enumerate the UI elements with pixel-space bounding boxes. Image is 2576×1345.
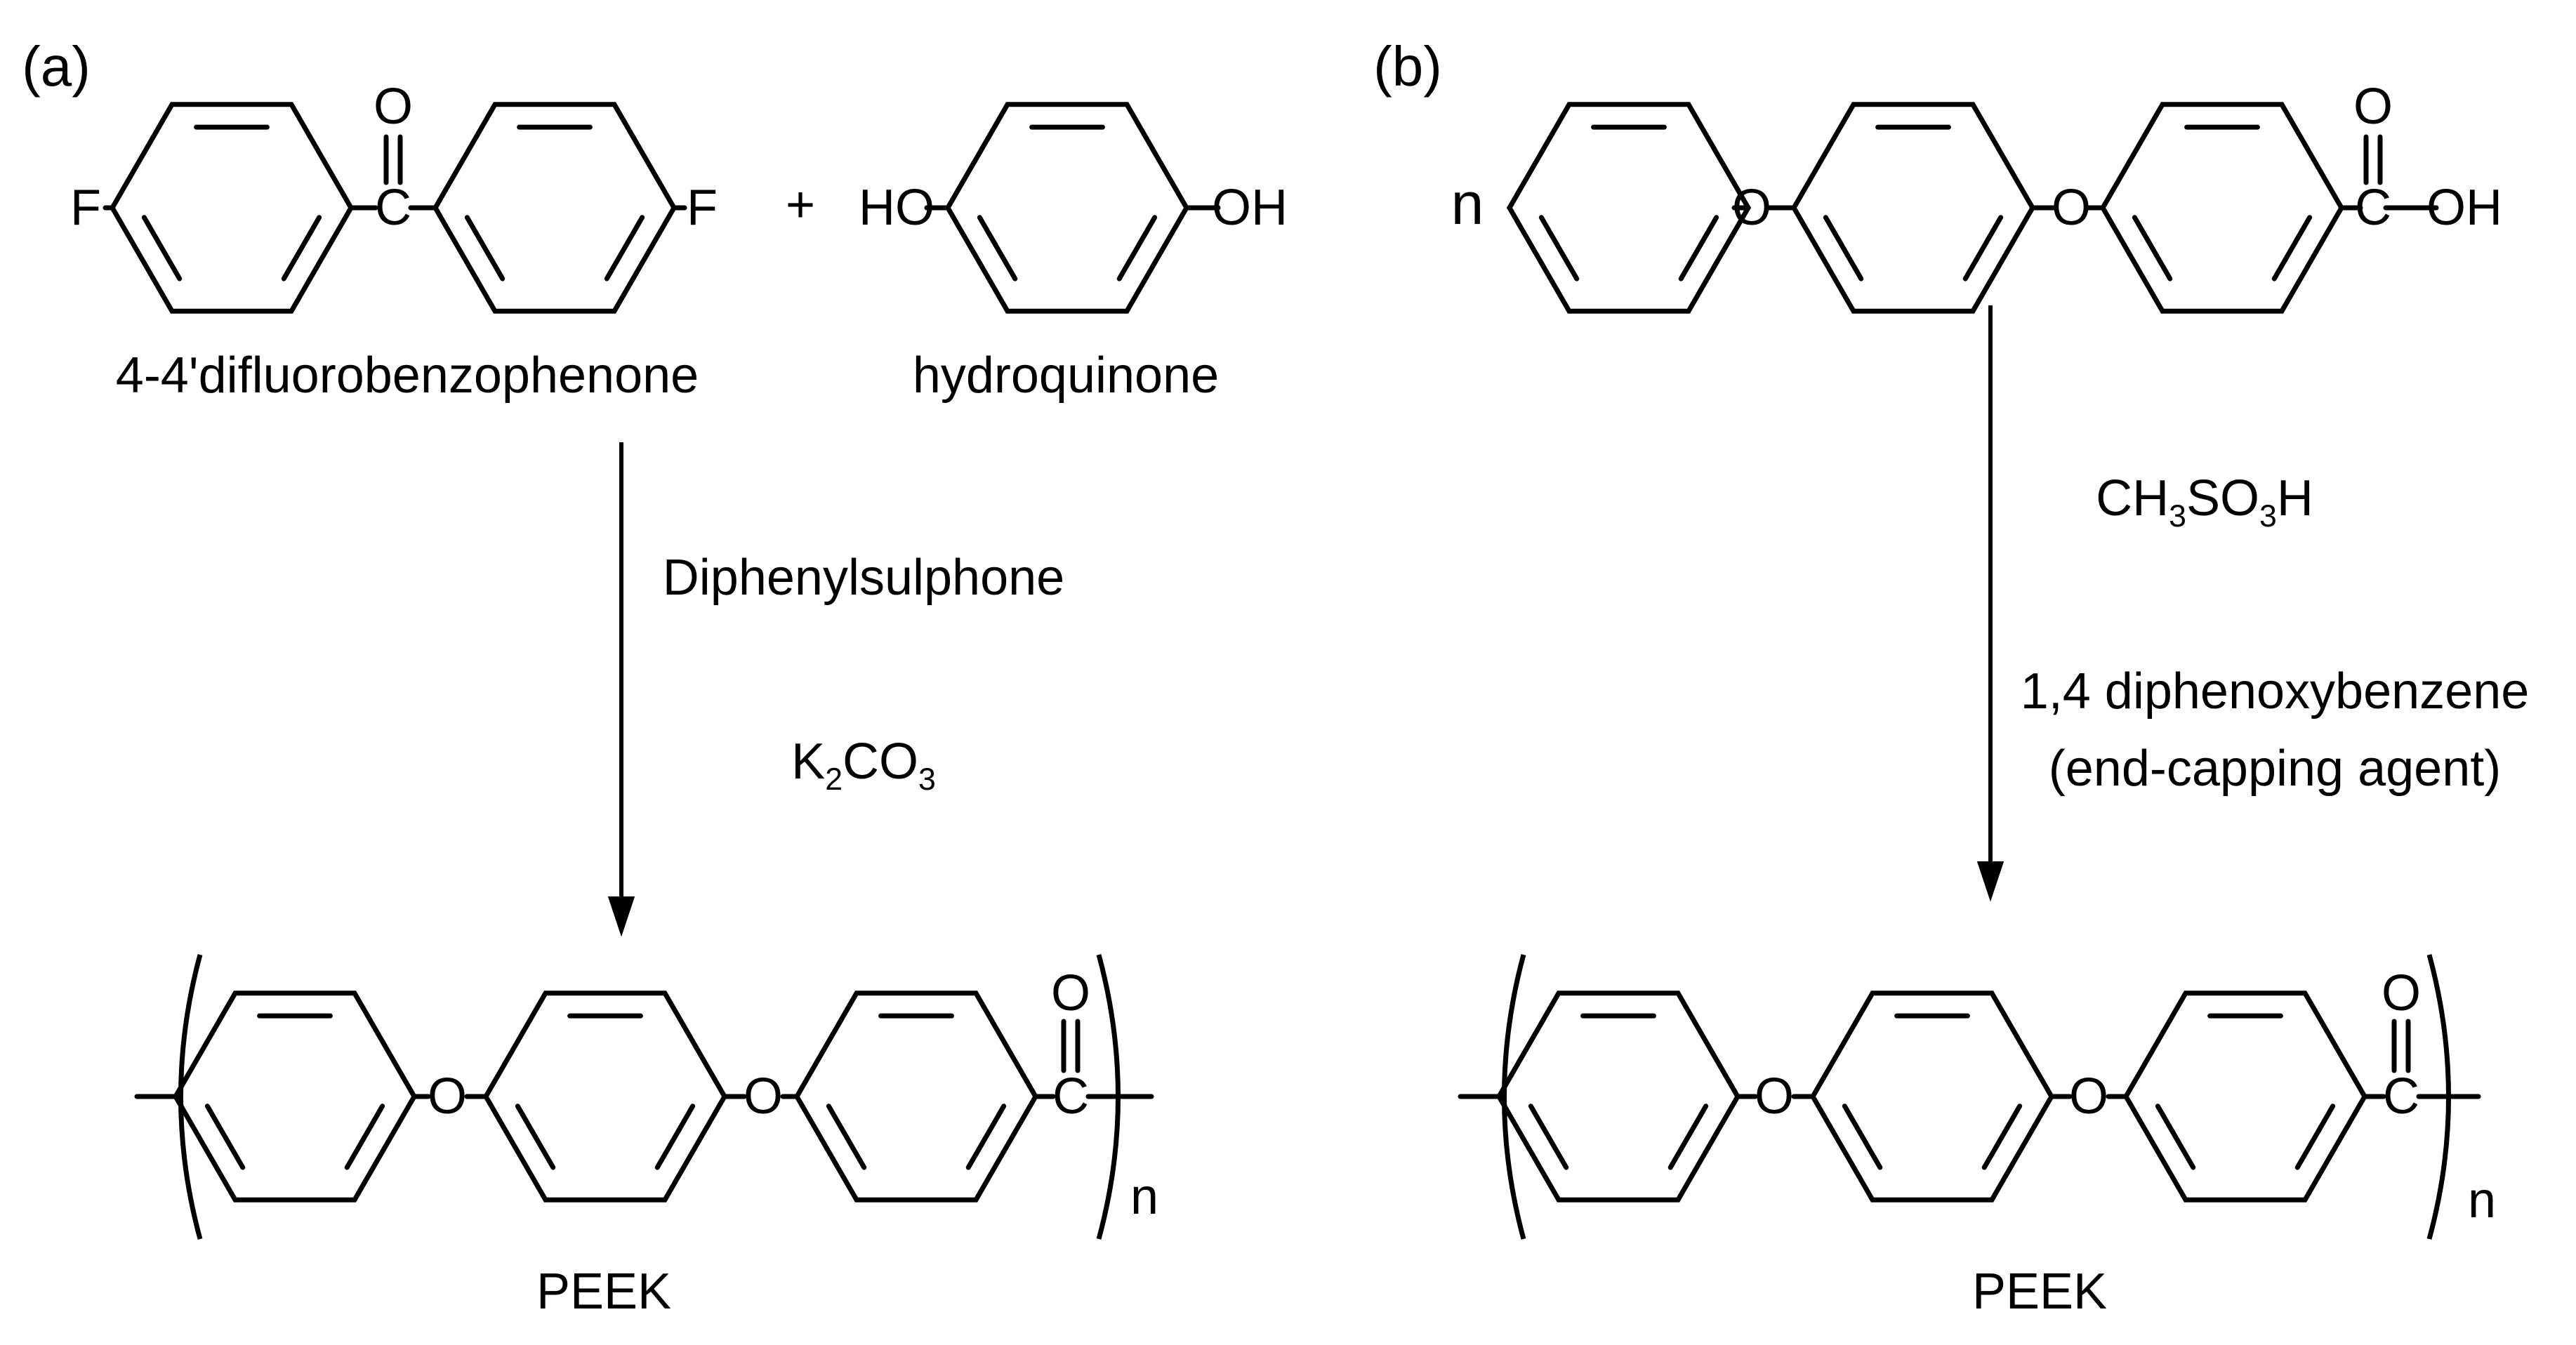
product-a-right-bracket xyxy=(1096,954,1121,1240)
product-b-ring1 xyxy=(1495,990,1741,1202)
ring-double-bond xyxy=(2155,1104,2196,1170)
ketone-carbon-label: C xyxy=(375,180,411,236)
product-a-ether1-label: O xyxy=(427,1068,468,1125)
plus-sign: + xyxy=(785,177,816,233)
product-b-ether2-label: O xyxy=(2068,1068,2109,1125)
ring-double-bond xyxy=(1962,215,2004,281)
product-b-right-bracket xyxy=(2426,954,2451,1240)
reactant2-name: hydroquinone xyxy=(912,347,1220,404)
ring-double-bond xyxy=(1538,215,1580,281)
ketone-oxygen-label: O xyxy=(373,79,414,135)
product-b-carbonyl-c-label: C xyxy=(2383,1068,2419,1125)
product-b-ring2 xyxy=(1809,990,2055,1202)
reactant-a-right-ring xyxy=(432,102,678,314)
product-b-ether1-label: O xyxy=(1754,1068,1795,1125)
fluorine-left-label: F xyxy=(70,180,101,236)
ring-outline xyxy=(432,102,678,314)
ring-double-bond xyxy=(1116,215,1158,281)
reactant1-name: 4-4'difluorobenzophenone xyxy=(115,347,699,404)
ring-double-bond xyxy=(344,1104,385,1170)
ring-outline xyxy=(1495,990,1741,1202)
ring-outline xyxy=(793,990,1039,1202)
product-a-ether2-label: O xyxy=(743,1068,784,1125)
fluorine-right-label: F xyxy=(687,180,718,236)
acid-oxygen-label: O xyxy=(2353,79,2393,135)
ring-double-bond xyxy=(977,215,1018,281)
solvent-label: Diphenylsulphone xyxy=(662,550,1065,606)
ring-outline xyxy=(1506,102,1752,314)
ring-double-bond xyxy=(654,1104,696,1170)
product-b-repeat-n: n xyxy=(2467,1172,2497,1228)
ring-double-bond xyxy=(2132,215,2173,281)
ring-outline xyxy=(172,990,418,1202)
ring-outline xyxy=(944,102,1190,314)
endcap-line2: (end-capping agent) xyxy=(2048,741,2502,797)
ring-outline xyxy=(1809,990,2055,1202)
ring-outline xyxy=(109,102,355,314)
ring-double-bond xyxy=(1667,1104,1709,1170)
ring-double-bond xyxy=(826,1104,867,1170)
reactant-b-ring1 xyxy=(1506,102,1752,314)
ring-outline xyxy=(2122,990,2368,1202)
reactant-a-left-ring xyxy=(109,102,355,314)
ring-outline xyxy=(2099,102,2345,314)
acid-hydroxyl-label: OH xyxy=(2426,180,2502,236)
ring-outline xyxy=(1790,102,2036,314)
reactant-b-ether2-label: O xyxy=(2051,180,2092,236)
ring-double-bond xyxy=(204,1104,246,1170)
ring-double-bond xyxy=(2271,215,2313,281)
acid-carbon-label: C xyxy=(2355,180,2391,236)
ring-outline xyxy=(482,990,728,1202)
ring-double-bond xyxy=(1528,1104,1569,1170)
hydroquinone-ring xyxy=(944,102,1190,314)
product-b-ring3 xyxy=(2122,990,2368,1202)
ring-double-bond xyxy=(2294,1104,2336,1170)
panel-a-tag: (a) xyxy=(22,35,91,98)
product-a-left-bracket xyxy=(178,954,203,1240)
reactant-b-ring2 xyxy=(1790,102,2036,314)
ring-double-bond xyxy=(1842,1104,1883,1170)
product-a-ring2 xyxy=(482,990,728,1202)
ring-double-bond xyxy=(281,215,322,281)
ring-double-bond xyxy=(604,215,645,281)
reactant-b-ether1-label: O xyxy=(1731,180,1772,236)
hydroxyl-left-label: HO xyxy=(859,180,934,236)
product-a-repeat-n: n xyxy=(1130,1169,1159,1225)
product-b-left-bracket xyxy=(1502,954,1526,1240)
endcap-line1: 1,4 diphenoxybenzene xyxy=(2020,663,2530,720)
reactant-b-n-prefix: n xyxy=(1451,171,1484,237)
product-a-carbonyl-o-label: O xyxy=(1050,965,1091,1021)
ring-double-bond xyxy=(1823,215,1864,281)
reaction-arrow-b-head xyxy=(1976,861,2004,902)
ring-double-bond xyxy=(1981,1104,2023,1170)
ring-double-bond xyxy=(515,1104,556,1170)
ring-double-bond xyxy=(464,215,506,281)
ring-double-bond xyxy=(965,1104,1007,1170)
product-a-carbonyl-c-label: C xyxy=(1052,1068,1089,1125)
ring-double-bond xyxy=(141,215,183,281)
panel-b-tag: (b) xyxy=(1373,35,1442,98)
hydroxyl-right-label: OH xyxy=(1212,180,1288,236)
ring-double-bond xyxy=(1678,215,1719,281)
product-a-ring3 xyxy=(793,990,1039,1202)
product-b-name: PEEK xyxy=(1971,1264,2108,1320)
product-a-ring1 xyxy=(172,990,418,1202)
product-a-name: PEEK xyxy=(536,1264,672,1320)
reaction-arrow-a-head xyxy=(607,896,635,937)
product-b-carbonyl-o-label: O xyxy=(2381,965,2422,1021)
reactant-b-ring3 xyxy=(2099,102,2345,314)
